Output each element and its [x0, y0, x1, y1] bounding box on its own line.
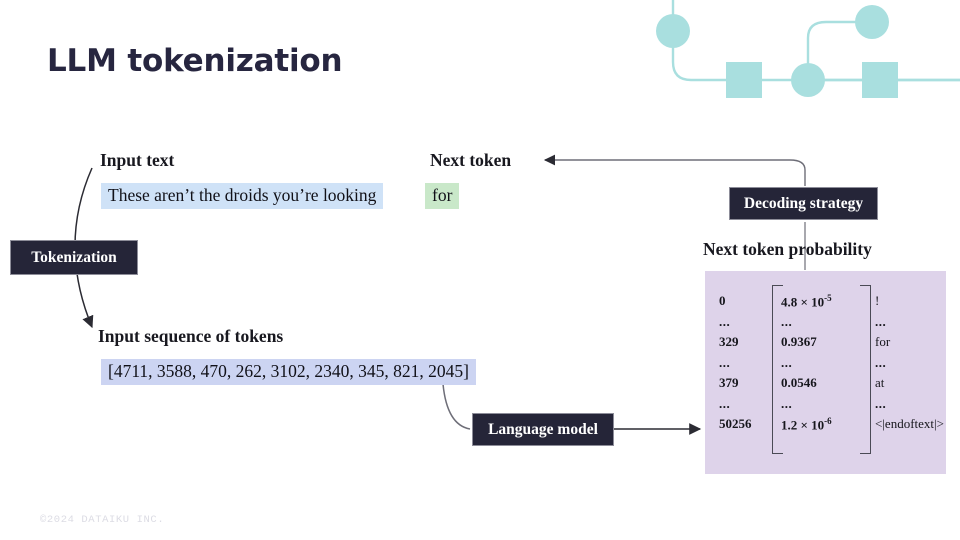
probability-row: 379 0.0546 at: [719, 373, 945, 394]
probability-cell: ...: [781, 354, 793, 370]
probability-row: 0 4.8 × 10-5!: [719, 291, 945, 312]
token-string-cell: ...: [875, 313, 887, 329]
probability-cell: 1.2 × 10-6: [781, 415, 832, 432]
token-string-cell: at: [875, 375, 885, 391]
probability-row: 329 0.9367 for: [719, 332, 945, 353]
probability-cell: 0.9367: [781, 334, 817, 350]
token-string-cell: <|endoftext|>: [875, 416, 944, 432]
input-text-value: These aren’t the droids you’re looking: [101, 183, 384, 210]
probability-row: 50256 1.2 × 10-6 <|endoftext|>: [719, 414, 945, 435]
token-id-cell: ...: [719, 395, 731, 411]
token-sequence-value: [4711, 3588, 470, 262, 3102, 2340, 345, …: [101, 359, 477, 386]
probability-cell: 0.0546: [781, 375, 817, 391]
token-string-cell: for: [875, 334, 891, 350]
token-id-cell: 379: [719, 375, 739, 391]
matrix-bracket-left: [772, 285, 783, 454]
probability-row: .........: [719, 394, 945, 415]
token-string-cell: !: [875, 293, 880, 309]
label-input-text: Input text: [100, 150, 175, 170]
process-box-decoding-strategy: Decoding strategy: [729, 187, 878, 220]
token-id-cell: 0: [719, 293, 726, 309]
label-next-token: Next token: [430, 150, 512, 170]
token-id-cell: 329: [719, 334, 739, 350]
next-token-value: for: [425, 183, 460, 210]
token-id-cell: ...: [719, 354, 731, 370]
token-string-cell: ...: [875, 354, 887, 370]
probability-cell: ...: [781, 313, 793, 329]
process-box-tokenization: Tokenization: [10, 240, 138, 275]
label-next-token-probability: Next token probability: [703, 239, 872, 259]
page-title: LLM tokenization: [47, 43, 343, 79]
probability-row: .........: [719, 312, 945, 333]
probability-row: .........: [719, 353, 945, 374]
copyright-footer: ©2024 DATAIKU INC.: [40, 514, 165, 526]
token-id-cell: ...: [719, 313, 731, 329]
label-input-sequence: Input sequence of tokens: [98, 326, 284, 346]
probability-cell: ...: [781, 395, 793, 411]
corner-decoration-graphic: [656, 0, 960, 98]
process-box-language-model: Language model: [472, 413, 614, 446]
matrix-bracket-right: [860, 285, 871, 454]
token-id-cell: 50256: [719, 416, 752, 432]
probability-cell: 4.8 × 10-5: [781, 292, 832, 309]
token-string-cell: ...: [875, 395, 887, 411]
